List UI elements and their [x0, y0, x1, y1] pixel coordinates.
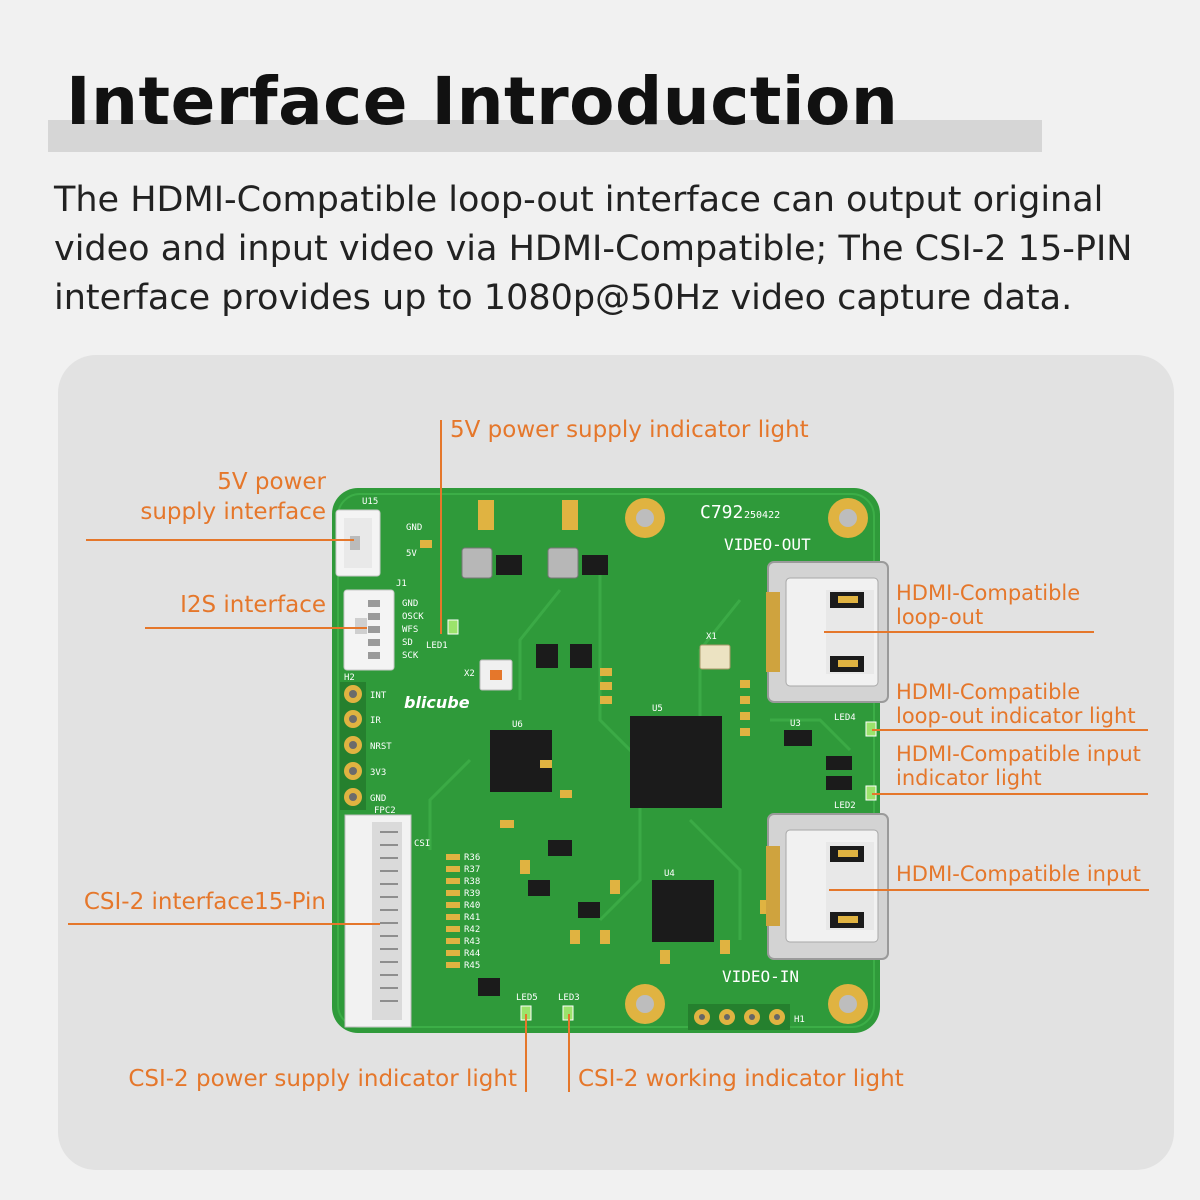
i2s-pin-wfs: WFS	[402, 625, 418, 635]
callout-line-power-interface	[86, 539, 354, 541]
chip-u5	[630, 716, 722, 808]
hdmi-input-port	[766, 813, 889, 960]
ref-fpc2: FPC2	[374, 806, 396, 816]
ref-u15: U15	[362, 497, 378, 507]
pin-label-nrst: NRST	[370, 742, 392, 752]
label-power-interface-line1: 5V power	[217, 469, 326, 495]
i2s-pin-sd: SD	[402, 638, 413, 648]
ref-r40: R40	[464, 901, 480, 911]
ref-x2: X2	[464, 669, 475, 679]
ref-r38: R38	[464, 877, 480, 887]
ref-r41: R41	[464, 913, 480, 923]
label-hdmi-loop-led-line2: loop-out indicator light	[896, 704, 1136, 728]
ref-led4: LED4	[834, 713, 856, 723]
ref-u5: U5	[652, 704, 663, 714]
ref-r42: R42	[464, 925, 480, 935]
label-csi-power-led: CSI-2 power supply indicator light	[128, 1066, 517, 1092]
ref-h1: H1	[794, 1015, 805, 1025]
crystal-x1	[699, 644, 731, 670]
i2s-pin-gnd: GND	[402, 599, 418, 609]
pin-header-h2	[340, 682, 366, 810]
label-hdmi-loop-out-line1: HDMI-Compatible	[896, 581, 1081, 605]
title-underline-bar	[48, 120, 1042, 152]
i2s-pin-sck: SCK	[402, 651, 419, 661]
label-hdmi-input-led-line2: indicator light	[896, 766, 1042, 790]
csi-fpc-connector	[344, 814, 412, 1028]
label-csi-interface: CSI-2 interface15-Pin	[83, 889, 326, 915]
i2s-pin-osck: OSCK	[402, 612, 424, 622]
ref-h2: H2	[344, 673, 355, 683]
board-model: C792	[700, 502, 743, 523]
ref-r44: R44	[464, 949, 480, 959]
callout-line-power-led	[440, 420, 442, 634]
page-description: The HDMI-Compatible loop-out interface c…	[54, 180, 1133, 318]
ref-csi: CSI	[414, 839, 430, 849]
board-date-code: 250422	[744, 510, 780, 521]
label-hdmi-input: HDMI-Compatible input	[896, 862, 1141, 886]
video-out-label: VIDEO-OUT	[724, 535, 811, 554]
pin-header-h1	[688, 1004, 790, 1030]
ref-r45: R45	[464, 961, 480, 971]
led1-power	[447, 619, 459, 635]
pin-label-3v3: 3V3	[370, 768, 386, 778]
ref-r39: R39	[464, 889, 480, 899]
video-in-label: VIDEO-IN	[722, 967, 799, 986]
ref-led5: LED5	[516, 993, 538, 1003]
brand-logo: blicube	[404, 693, 470, 712]
callout-line-i2s	[145, 627, 367, 629]
ref-led1: LED1	[426, 641, 448, 651]
label-power-led: 5V power supply indicator light	[450, 417, 809, 443]
pcb-board	[332, 488, 880, 1033]
chip-u4	[652, 880, 714, 942]
mounting-holes	[625, 498, 868, 1024]
page-title: Interface Introduction	[66, 63, 899, 140]
callout-line-csi-power-led	[525, 1014, 527, 1092]
ref-r37: R37	[464, 865, 480, 875]
ref-u3: U3	[790, 719, 801, 729]
callout-line-csi-interface	[68, 923, 380, 925]
callout-line-hdmi-input	[829, 889, 1149, 891]
pin-label-ir: IR	[370, 716, 381, 726]
label-i2s: I2S interface	[180, 592, 326, 618]
label-hdmi-input-led-line1: HDMI-Compatible input	[896, 742, 1141, 766]
power-pin-gnd: GND	[406, 523, 422, 533]
callout-line-hdmi-loop-led	[872, 729, 1148, 731]
ref-u6: U6	[512, 720, 523, 730]
ref-u4: U4	[664, 869, 675, 879]
label-csi-working-led: CSI-2 working indicator light	[578, 1066, 904, 1092]
callout-line-hdmi-loop-out	[824, 631, 1094, 633]
pin-label-gnd: GND	[370, 794, 386, 804]
label-power-interface-line2: supply interface	[140, 499, 326, 525]
power-pin-5v: 5V	[406, 549, 417, 559]
callout-line-hdmi-input-led	[872, 793, 1148, 795]
callout-line-csi-working-led	[568, 1014, 570, 1092]
ref-led2: LED2	[834, 801, 856, 811]
ref-j1: J1	[396, 579, 407, 589]
ref-r36: R36	[464, 853, 480, 863]
pin-label-int: INT	[370, 691, 387, 701]
ref-x1: X1	[706, 632, 717, 642]
label-hdmi-loop-out-line2: loop-out	[896, 605, 984, 629]
ref-led3: LED3	[558, 993, 580, 1003]
label-hdmi-loop-led-line1: HDMI-Compatible	[896, 680, 1081, 704]
ref-r43: R43	[464, 937, 480, 947]
